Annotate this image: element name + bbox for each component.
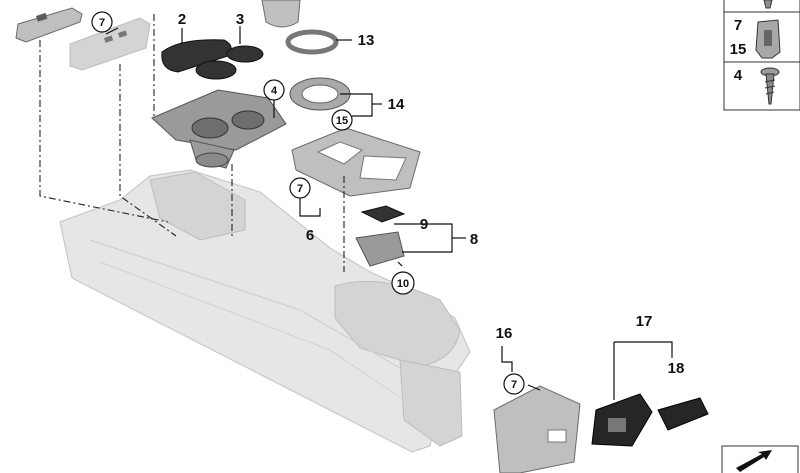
legend-label-15: 15 — [730, 41, 747, 58]
label-16: 16 — [496, 325, 513, 342]
label-3: 3 — [236, 11, 244, 28]
direction-arrow-icon — [721, 445, 799, 473]
label-14: 14 — [388, 96, 405, 113]
svg-text:10: 10 — [397, 278, 409, 290]
label-9: 9 — [420, 216, 428, 233]
placement-lines — [39, 14, 345, 272]
switch-bezel-17 — [591, 393, 653, 447]
callout-7-bottom: 7 — [503, 373, 525, 395]
plug-icon — [763, 0, 773, 9]
side-panel-16 — [493, 385, 581, 473]
clip-nut-icon — [755, 19, 781, 59]
screw-icon — [760, 67, 780, 105]
cupholder-tray — [151, 89, 287, 169]
trim-strip-upper — [15, 7, 83, 43]
svg-text:7: 7 — [99, 17, 105, 29]
label-2: 2 — [178, 11, 186, 28]
callout-4: 4 — [263, 79, 285, 101]
svg-text:7: 7 — [297, 183, 303, 195]
label-18: 18 — [668, 360, 685, 377]
leader-lines — [105, 26, 673, 400]
label-8: 8 — [470, 231, 478, 248]
legend-label-4: 4 — [734, 67, 743, 84]
gear-selector-frame — [291, 127, 421, 197]
storage-mat — [161, 39, 232, 73]
center-console-body — [59, 169, 471, 453]
svg-text:15: 15 — [336, 115, 348, 127]
small-mat-9 — [360, 205, 406, 223]
small-tray-10 — [355, 231, 405, 267]
switch-cover-18 — [657, 397, 709, 431]
svg-text:4: 4 — [271, 85, 278, 97]
callout-7-top: 7 — [91, 11, 113, 33]
callout-15: 15 — [331, 109, 353, 131]
legend-label-7: 7 — [734, 17, 742, 34]
callout-10: 10 — [391, 271, 415, 295]
ring-13 — [285, 29, 339, 55]
label-17: 17 — [636, 313, 653, 330]
cup-insert — [261, 0, 301, 28]
label-13: 13 — [358, 32, 375, 49]
svg-text:7: 7 — [511, 379, 517, 391]
cupholder-mats — [195, 45, 264, 80]
callout-7-mid: 7 — [289, 177, 311, 199]
hardware-legend: 7 15 4 — [723, 0, 800, 111]
label-6: 6 — [306, 227, 314, 244]
trim-strip-lower — [69, 17, 151, 71]
